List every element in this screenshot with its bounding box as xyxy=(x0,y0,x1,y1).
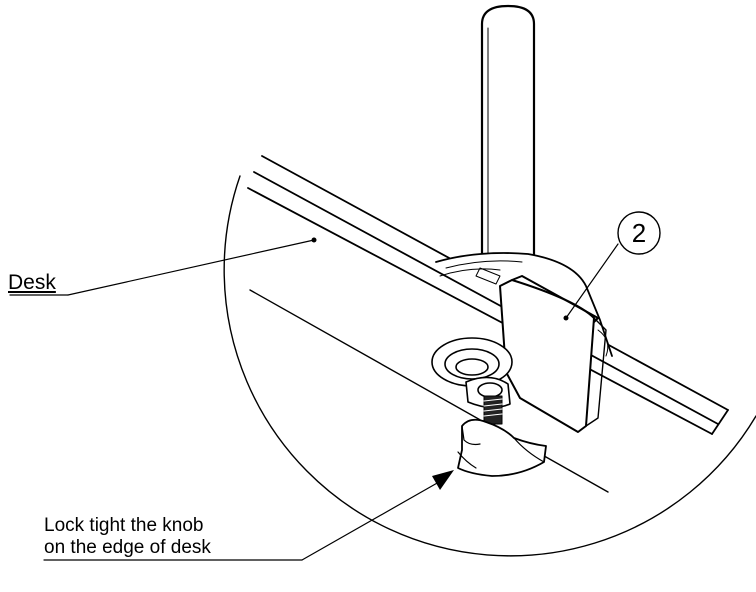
detail-view-boundary xyxy=(223,175,756,557)
tightening-knob xyxy=(457,418,547,477)
part-number-label: 2 xyxy=(631,218,647,248)
clamp-bracket xyxy=(499,275,607,433)
part-2-callout-circle xyxy=(617,211,661,255)
instruction-line-1: Lock tight the knob xyxy=(44,515,204,536)
instruction-line-2: on the edge of desk xyxy=(44,537,211,558)
threaded-screw xyxy=(483,395,503,425)
knob-leader xyxy=(43,470,454,561)
desk-leader xyxy=(9,237,317,296)
desk-label: Desk xyxy=(8,271,56,294)
part-2-leader xyxy=(563,211,661,321)
pole xyxy=(480,4,536,260)
arrow-head-icon xyxy=(432,470,454,490)
